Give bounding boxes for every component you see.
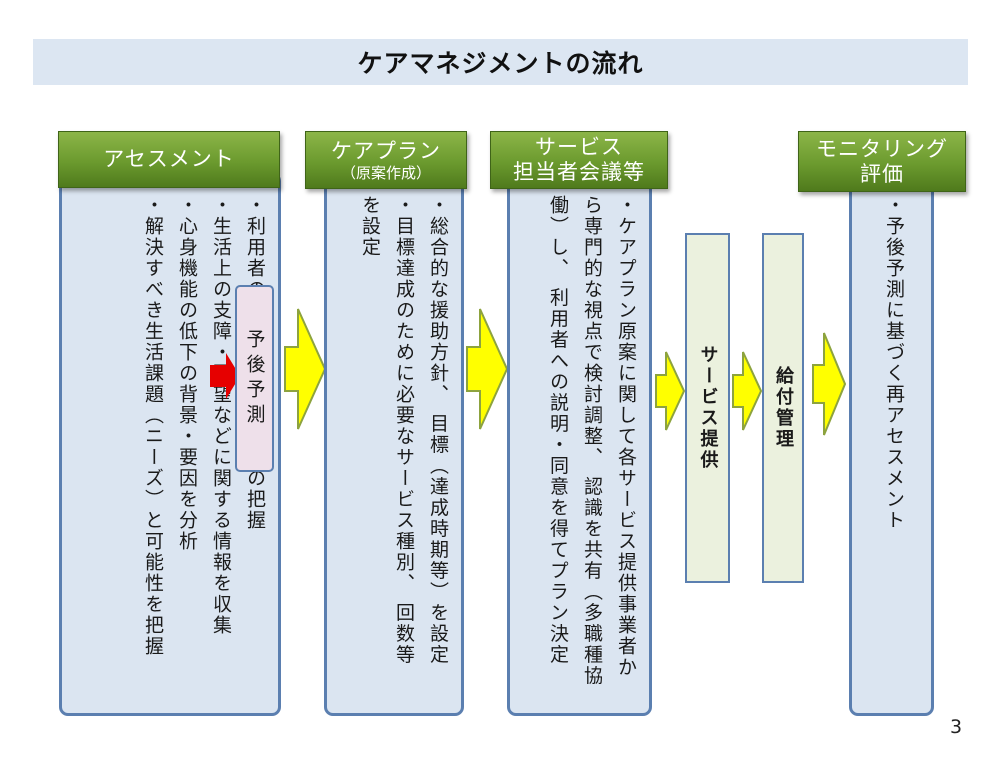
conference-header: サービス 担当者会議等 — [490, 131, 668, 189]
benefit-management-label: 給付管理 — [773, 366, 794, 450]
care-plan-subheading: （原案作成） — [340, 163, 431, 182]
monitoring-panel: ・予後予測に基づく再アセスメント — [849, 172, 934, 716]
monitoring-heading-line1: モニタリング — [816, 136, 948, 161]
conference-item: ・ケアプラン原案に関して各サービス提供事業者から専門的な視点で検討調整、 認識を… — [547, 195, 637, 687]
care-plan-heading: ケアプラン — [331, 138, 441, 163]
flow-arrow-icon — [655, 351, 685, 431]
conference-heading-line2: 担当者会議等 — [513, 160, 645, 184]
benefit-management-box: 給付管理 — [762, 233, 804, 583]
page-title: ケアマネジメントの流れ — [357, 49, 644, 78]
conference-heading-line1: サービス — [535, 135, 623, 159]
monitoring-text: ・予後予測に基づく再アセスメント — [877, 195, 911, 675]
flow-arrow-icon — [732, 351, 762, 431]
flow-arrow-icon — [284, 308, 326, 430]
flow-arrow-icon — [812, 332, 846, 436]
care-plan-header: ケアプラン （原案作成） — [305, 131, 467, 189]
conference-panel: ・ケアプラン原案に関して各サービス提供事業者から専門的な視点で検討調整、 認識を… — [507, 172, 652, 716]
flow-arrow-icon — [466, 308, 508, 430]
care-plan-item: ・目標達成のために必要なサービス種別、 回数等を設定 — [359, 195, 415, 666]
assessment-item: ・解決すべき生活課題（ニーズ）と可能性を把握 — [142, 195, 164, 657]
assessment-item: ・心身機能の低下の背景・要因を分析 — [176, 195, 198, 552]
care-plan-text: ・総合的な援助方針、 目標（達成時期等）を設定 ・目標達成のために必要なサービス… — [353, 195, 455, 675]
prognosis-label: 予後予測 — [243, 328, 266, 429]
conference-text: ・ケアプラン原案に関して各サービス提供事業者から専門的な視点で検討調整、 認識を… — [541, 195, 643, 690]
assessment-heading: アセスメント — [103, 147, 235, 171]
page-number: 3 — [950, 716, 963, 738]
care-plan-item: ・総合的な援助方針、 目標（達成時期等）を設定 — [427, 195, 449, 666]
monitoring-header: モニタリング 評価 — [798, 131, 966, 192]
title-bar: ケアマネジメントの流れ — [33, 39, 968, 85]
monitoring-heading-line2: 評価 — [860, 161, 904, 186]
assessment-header: アセスメント — [58, 131, 280, 188]
care-plan-panel: ・総合的な援助方針、 目標（達成時期等）を設定 ・目標達成のために必要なサービス… — [324, 172, 464, 716]
service-provision-box: サービス提供 — [685, 233, 730, 583]
monitoring-item: ・予後予測に基づく再アセスメント — [883, 195, 905, 531]
assessment-item: ・生活上の支障・要望などに関する情報を収集 — [210, 195, 232, 636]
service-provision-label: サービス提供 — [697, 345, 719, 471]
prognosis-box: 予後予測 — [235, 285, 274, 472]
prognosis-red-arrow-icon — [210, 353, 240, 399]
